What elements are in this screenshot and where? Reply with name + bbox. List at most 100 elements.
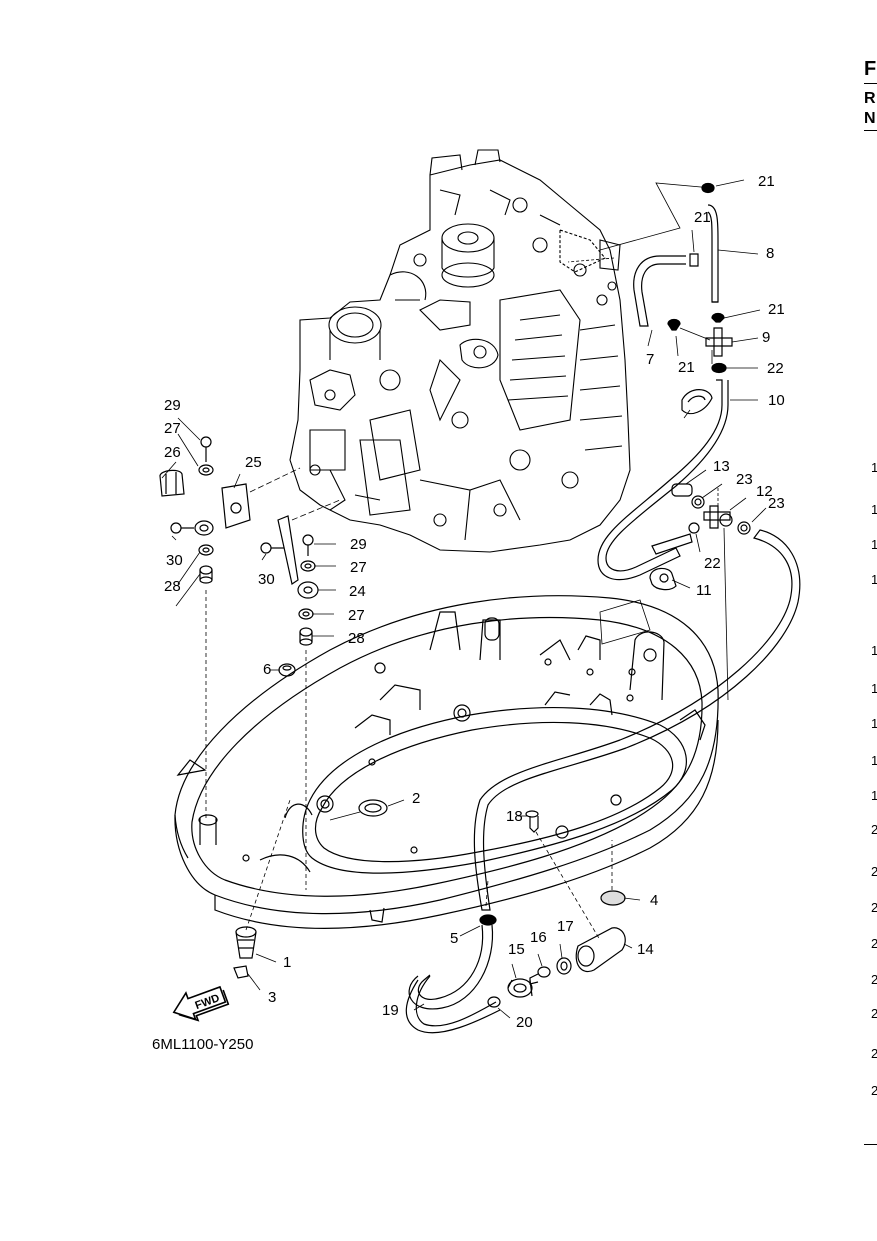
callout-21: 21 <box>768 301 785 318</box>
part-stub-hose <box>651 533 693 555</box>
part-13-joint <box>671 483 693 497</box>
part-18-screw <box>525 810 539 833</box>
edge-digit: 1 <box>871 460 877 475</box>
callout-19: 19 <box>382 1002 399 1019</box>
callout-22: 22 <box>767 360 784 377</box>
callout-22: 22 <box>704 555 721 572</box>
callout-17: 17 <box>557 918 574 935</box>
callout-8: 8 <box>766 245 774 262</box>
part-1-grommet <box>235 926 257 959</box>
part-23-clamp-a <box>691 495 705 509</box>
edge-digit: 2 <box>871 936 877 951</box>
callout-11: 11 <box>696 582 712 599</box>
part-15-joint <box>507 978 533 998</box>
callout-28: 28 <box>164 578 181 595</box>
callout-27: 27 <box>164 420 181 437</box>
part-27-washer-d <box>298 608 314 620</box>
part-24-grommet-mid <box>297 581 319 599</box>
callout-13: 13 <box>713 458 730 475</box>
parts-layer <box>159 182 801 1034</box>
callout-21: 21 <box>758 173 775 190</box>
engine-powerhead <box>289 149 631 553</box>
diagram-code: 6ML1100-Y250 <box>152 1036 254 1053</box>
part-6-cap <box>278 663 296 677</box>
part-24-grommet-left <box>194 520 214 536</box>
part-27-washer-a <box>198 464 214 476</box>
part-27-washer-c <box>300 560 316 572</box>
callout-30: 30 <box>166 552 183 569</box>
edge-digit: 1 <box>871 788 877 803</box>
callout-27: 27 <box>350 559 367 576</box>
callout-29: 29 <box>164 397 181 414</box>
callout-18: 18 <box>506 808 523 825</box>
edge-digit: 2 <box>871 1006 877 1021</box>
part-2-grommet <box>358 799 388 817</box>
part-21-clamp-mid <box>689 253 699 267</box>
leader-lines <box>161 179 767 1019</box>
edge-row-n: N <box>864 110 876 127</box>
callout-20: 20 <box>516 1014 533 1031</box>
callout-21: 21 <box>694 209 711 226</box>
callout-12: 12 <box>756 483 773 500</box>
part-4-plug <box>600 890 626 906</box>
part-22-clamp <box>711 362 727 374</box>
part-5-clamp <box>479 914 497 926</box>
callout-29: 29 <box>350 536 367 553</box>
part-14-outlet <box>575 927 626 973</box>
part-7-hose <box>633 255 686 327</box>
part-20-clamp-low <box>487 996 501 1008</box>
part-3-clip <box>233 965 249 979</box>
part-12-joint <box>703 505 731 529</box>
callout-28: 28 <box>348 630 365 647</box>
callout-14: 14 <box>637 941 654 958</box>
callout-9: 9 <box>762 329 770 346</box>
part-mid-bracket <box>277 515 299 585</box>
part-29-bolt-left <box>200 436 212 462</box>
callout-2: 2 <box>412 790 420 807</box>
callout-23: 23 <box>768 495 785 512</box>
part-16-screw <box>529 966 551 985</box>
callout-25: 25 <box>245 454 262 471</box>
part-26-solenoid <box>159 469 185 497</box>
edge-rule <box>864 83 877 84</box>
part-17-seal <box>556 957 572 975</box>
edge-digit: 1 <box>871 572 877 587</box>
part-27-washer-b <box>198 544 214 556</box>
edge-digit: 2 <box>871 864 877 879</box>
callout-21: 21 <box>678 359 695 376</box>
edge-digit: 2 <box>871 900 877 915</box>
callout-10: 10 <box>768 392 785 409</box>
edge-row-r: R <box>864 90 876 107</box>
callout-5: 5 <box>450 930 458 947</box>
edge-digit: 1 <box>871 681 877 696</box>
callout-6: 6 <box>263 661 271 678</box>
callout-23: 23 <box>736 471 753 488</box>
part-23-clamp-b <box>737 521 751 535</box>
part-9-joint <box>705 327 733 357</box>
part-8-hose <box>707 204 719 303</box>
callout-27: 27 <box>348 607 365 624</box>
fwd-arrow-icon: FWD <box>172 985 230 1022</box>
callout-3: 3 <box>268 989 276 1006</box>
part-20-grommet-top <box>681 389 713 415</box>
part-11-holder <box>649 567 677 591</box>
part-22-clamp-low <box>688 522 700 534</box>
callout-26: 26 <box>164 444 181 461</box>
bottom-cowling <box>174 595 719 929</box>
part-right-hose <box>473 529 801 911</box>
edge-rule <box>864 130 877 131</box>
callout-24: 24 <box>349 583 366 600</box>
part-28-collar-b <box>299 627 313 646</box>
edge-digit: 1 <box>871 643 877 658</box>
edge-digit: 1 <box>871 753 877 768</box>
part-21-clamp-low <box>667 318 681 331</box>
edge-digit: 2 <box>871 1046 877 1061</box>
part-25-bracket <box>221 483 251 529</box>
edge-rule <box>864 1144 877 1145</box>
callout-7: 7 <box>646 351 654 368</box>
edge-digit: 2 <box>871 822 877 837</box>
callout-15: 15 <box>508 941 525 958</box>
edge-digit: 2 <box>871 972 877 987</box>
